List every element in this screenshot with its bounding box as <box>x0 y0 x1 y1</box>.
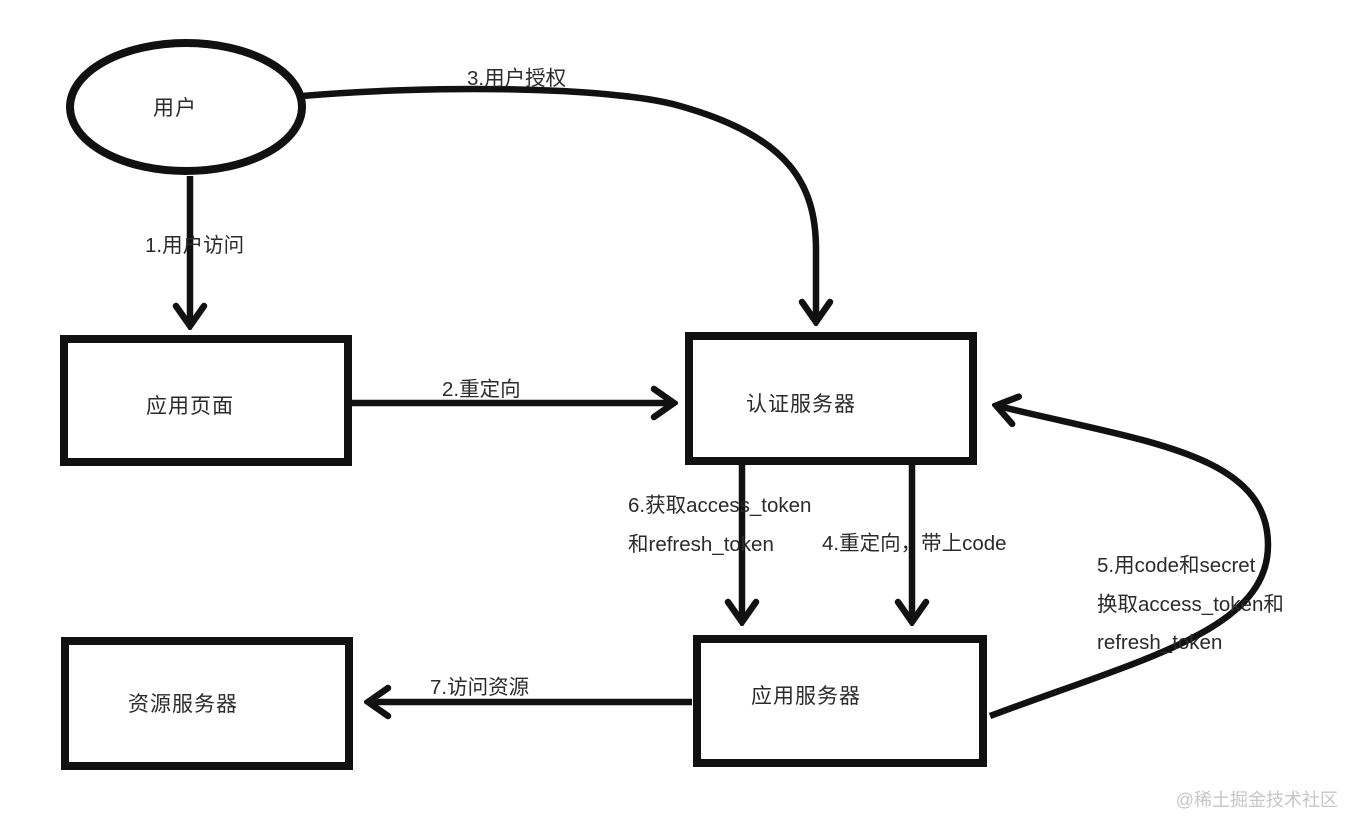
node-app-server-box <box>693 635 987 767</box>
edge-step5-label-line3: refresh_token <box>1097 631 1222 654</box>
edge-step3-label: 3.用户授权 <box>467 67 566 90</box>
node-auth-server-label: 认证服务器 <box>746 393 856 416</box>
node-auth-server-box <box>685 332 977 465</box>
edge-step5-label-line1: 5.用code和secret <box>1097 554 1256 577</box>
node-resource-server-box <box>61 637 353 770</box>
node-app-server-label: 应用服务器 <box>751 685 861 708</box>
edge-step5-label-line2: 换取access_token和 <box>1097 593 1284 616</box>
edge-labels: 1.用户访问 2.重定向 3.用户授权 4.重定向，带上code 6.获取acc… <box>145 67 1284 699</box>
node-app-page-box <box>60 335 352 466</box>
watermark-text: @稀土掘金技术社区 <box>1176 790 1338 810</box>
edge-step1-label: 1.用户访问 <box>145 234 244 257</box>
node-user-ellipse <box>66 39 306 175</box>
edge-step6-label-line1: 6.获取access_token <box>628 494 811 517</box>
node-resource-server-label: 资源服务器 <box>128 693 238 716</box>
edge-step5-exchange-tokens <box>988 406 1272 720</box>
edges <box>190 85 1272 720</box>
edge-step7-label: 7.访问资源 <box>430 676 529 699</box>
edge-step4-label: 4.重定向，带上code <box>822 532 1007 555</box>
node-labels: 用户 应用页面 认证服务器 资源服务器 应用服务器 <box>128 97 861 716</box>
edge-step2-label: 2.重定向 <box>442 378 521 401</box>
nodes <box>60 39 987 770</box>
edge-step6-label-line2: 和refresh_token <box>628 533 774 556</box>
node-app-page-label: 应用页面 <box>146 395 234 418</box>
node-user-label: 用户 <box>153 97 197 120</box>
edge-step3-user-authorize <box>301 85 816 320</box>
